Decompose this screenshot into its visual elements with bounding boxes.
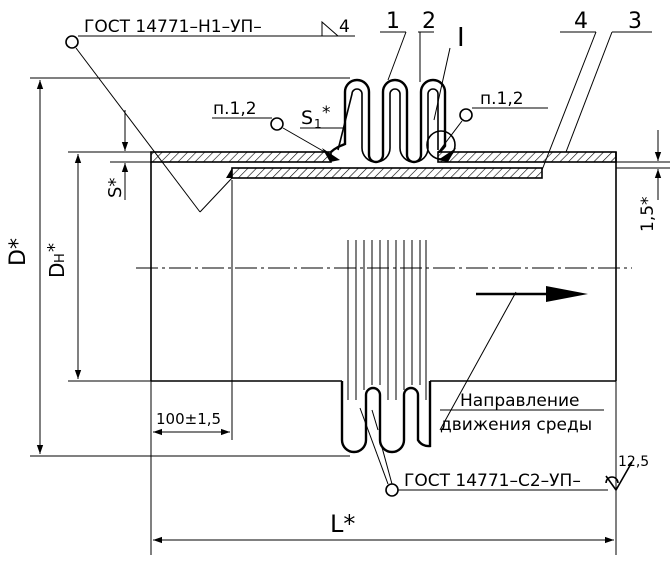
svg-text:D: D [45, 263, 69, 278]
leaders [65, 20, 652, 497]
gap-dim-label: 1,5* [638, 196, 658, 232]
pipe-body [136, 151, 632, 382]
d-outer-label: D* [6, 238, 31, 266]
s1-star: * [322, 103, 331, 123]
detail-circle-I [426, 130, 456, 160]
pipe-top-wall-right [437, 151, 617, 163]
dimensions [30, 77, 670, 555]
detail-I-label: I [457, 23, 465, 53]
pipe-top-wall-left [150, 151, 332, 163]
item-1-label: 1 [386, 9, 400, 34]
item-3-label: 3 [628, 9, 642, 34]
item-2-label: 2 [422, 9, 436, 34]
s1-label: S [301, 107, 313, 129]
weld-around-symbol [605, 476, 619, 484]
weld-left [322, 148, 340, 162]
svg-text:H: H [53, 253, 68, 263]
inner-sleeve [231, 167, 543, 179]
svg-text:*: * [44, 243, 65, 252]
flow-label-line2: движения среды [440, 415, 592, 435]
text-labels: ГОСТ 14771–Н1–УП– 4 1 2 I 4 3 п.1,2 п.1,… [6, 9, 658, 538]
s-dim-label: S* [105, 178, 126, 198]
total-length-label: L* [330, 510, 355, 538]
weld-bottom-label: ГОСТ 14771–С2–УП– [404, 471, 581, 491]
note-left-label: п.1,2 [213, 99, 257, 119]
d-inner-label: D H * [44, 243, 69, 278]
bellows [226, 78, 456, 454]
flow-arrow [546, 286, 588, 302]
s1-subscript: 1 [314, 117, 322, 131]
weld-top-leg-label: 4 [339, 17, 350, 37]
item-4-label: 4 [574, 9, 588, 34]
note-right-label: п.1,2 [480, 89, 524, 109]
flow-label-line1: Направление [460, 391, 580, 411]
weld-top-label: ГОСТ 14771–Н1–УП– [84, 17, 262, 37]
weld-fillet-symbol [321, 20, 340, 37]
bellows-section-lines [347, 240, 427, 400]
length-dim-label: 100±1,5 [156, 410, 221, 428]
roughness-label: 12,5 [618, 454, 649, 470]
weld-sleeve [226, 168, 232, 178]
